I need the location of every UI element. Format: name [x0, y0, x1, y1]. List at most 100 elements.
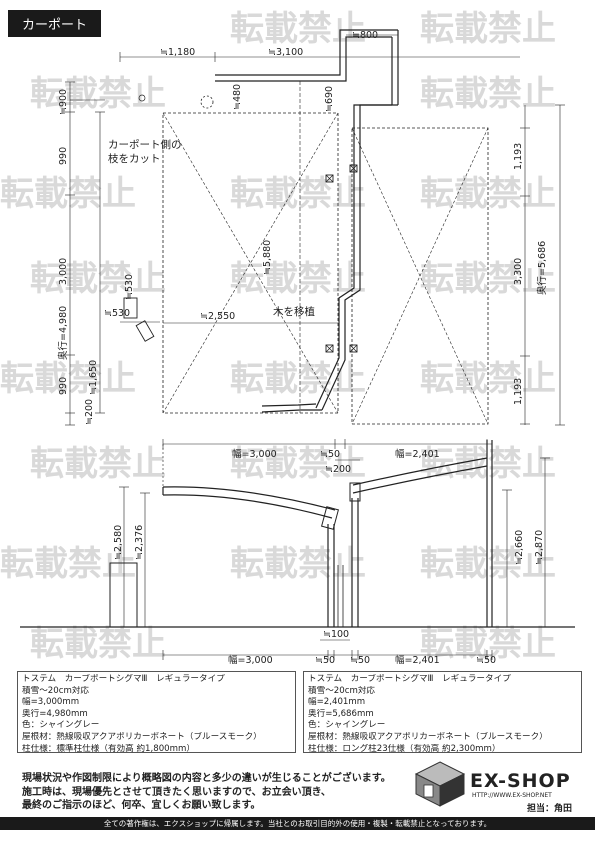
dim-top-3100: ≒3,100	[268, 47, 303, 58]
spec-title: トステム カーブポートシグマⅢ レギュラータイプ	[22, 674, 225, 684]
watermark: 転載禁止	[30, 74, 166, 114]
section-tag: カーポート	[8, 10, 102, 37]
elev-height-left-2: ≒2,376	[134, 525, 145, 560]
gate-post	[123, 297, 138, 319]
watermark: 転載禁止	[230, 9, 366, 49]
spec-width: 幅=3,000mm	[22, 697, 80, 708]
dim-right-1193b: 1,193	[513, 378, 524, 405]
dim-left-990a: 990	[58, 147, 69, 165]
dim-480: ≒480	[232, 84, 243, 110]
post-marker	[349, 164, 358, 173]
elev-bottom-width-right: 幅=2,401	[395, 654, 440, 666]
dim-left-3000: 3,000	[58, 258, 69, 285]
boundary-wall	[261, 409, 322, 413]
notice-line: 現場状況や作図制限により概略図の内容と多少の違いが生じることがございます。	[22, 773, 391, 784]
left-carport-curved-roof	[162, 486, 336, 511]
logo-url: HTTP://WWW.EX-SHOP.NET	[472, 792, 552, 799]
elev-height-right-1: ≒2,660	[514, 530, 525, 565]
tree-marker	[138, 94, 146, 102]
exshop-logo-icon	[414, 761, 466, 807]
watermark: 転載禁止	[230, 259, 366, 299]
spec-box-left: トステム カーブポートシグマⅢ レギュラータイプ 積雪～20cm対応 幅=3,0…	[17, 671, 296, 754]
elev-top-width-right: 幅=2,401	[395, 448, 440, 460]
dim-1650: ≒1,650	[88, 360, 99, 395]
elev-height-left-1: ≒2,580	[113, 525, 124, 560]
dim-left-900: ≒900	[58, 89, 69, 115]
left-carport-diagonal	[162, 112, 339, 414]
elev-bottom-width-left: 幅=3,000	[228, 654, 273, 666]
boundary-wall	[261, 403, 317, 407]
elev-top-50: ≒50	[320, 449, 340, 460]
dim-right-1193a: 1,193	[513, 143, 524, 170]
tree-marker	[200, 95, 214, 109]
spec-box-right: トステム カーブポートシグマⅢ レギュラータイプ 積雪～20cm対応 幅=2,4…	[303, 671, 582, 754]
dim-530-vert: ≒530	[124, 274, 135, 300]
watermark: 転載禁止	[0, 174, 136, 214]
diag-5880: ≒5,880	[262, 240, 273, 275]
watermark: 転載禁止	[30, 624, 166, 664]
left-carport-roof	[162, 112, 339, 414]
dim-left-200: ≒200	[84, 399, 95, 425]
spec-color: 色：シャイングレー	[308, 720, 386, 731]
copyright-footer: 全ての著作権は、エクスショップに帰属します。当社とのお取引目的外の使用・複製・転…	[0, 817, 595, 830]
elev-top-width-left: 幅=3,000	[232, 448, 277, 460]
elev-height-right-2: ≒2,870	[534, 530, 545, 565]
spec-width: 幅=2,401mm	[308, 697, 366, 708]
note-cut-line2: 枝をカット	[108, 152, 161, 165]
watermark: 転載禁止	[420, 544, 556, 584]
watermark: 転載禁止	[420, 624, 556, 664]
boundary-wall	[215, 36, 392, 82]
elevation-view	[20, 439, 575, 660]
spec-color: 色：シャイングレー	[22, 720, 100, 731]
logo-name: EX-SHOP	[470, 770, 571, 792]
right-roof-beam	[349, 482, 361, 502]
depth-right: 奥行=5,686	[536, 241, 548, 295]
watermark: 転載禁止	[230, 544, 366, 584]
spec-snow: 積雪～20cm対応	[308, 685, 376, 696]
watermark: 転載禁止	[420, 74, 556, 114]
elev-bottom-50a: ≒50	[315, 655, 335, 666]
post-marker	[325, 344, 334, 353]
site-notice: 現場状況や作図制限により概略図の内容と多少の違いが生じることがございます。 施工…	[22, 772, 391, 813]
spec-depth: 奥行=4,980mm	[22, 708, 88, 719]
dim-top-1180: ≒1,180	[160, 47, 195, 58]
right-carport-curved-roof	[352, 457, 488, 486]
spec-roof: 屋根材：熱線吸収アクアポリカーボネート（ブルースモーク）	[308, 731, 548, 742]
watermark: 転載禁止	[230, 174, 366, 214]
watermark: 転載禁止	[420, 444, 556, 484]
notice-line: 最終のご指示のほど、何卒、宜しくお願い致します。	[22, 800, 261, 811]
watermark: 転載禁止	[420, 9, 556, 49]
gate-post	[135, 320, 155, 342]
width-2550: ≒2,550	[200, 311, 235, 322]
watermark: 転載禁止	[0, 544, 136, 584]
spec-post: 柱仕様：ロング柱23仕様（有効高 約2,300mm）	[308, 743, 501, 754]
left-carport-diagonal	[162, 112, 339, 414]
boundary-wall	[315, 104, 392, 409]
spec-snow: 積雪～20cm対応	[22, 685, 90, 696]
staff-name: 担当：角田	[527, 804, 573, 814]
elev-top-200: ≒200	[325, 464, 351, 475]
watermark-layer: 転載禁止 転載禁止 転載禁止 転載禁止 転載禁止 転載禁止 転載禁止 転載禁止 …	[0, 9, 556, 664]
watermark: 転載禁止	[230, 359, 366, 399]
spec-post: 柱仕様：標準柱仕様（有効高 約1,800mm）	[22, 743, 195, 754]
right-carport-roof	[351, 127, 489, 425]
dim-right-3300: 3,300	[513, 258, 524, 285]
post-marker	[325, 174, 334, 183]
watermark: 転載禁止	[30, 444, 166, 484]
dim-top-800: ≒800	[352, 30, 378, 41]
notice-line: 施工時は、現場優先とさせて頂きたく思いますので、お立会い頂き、	[22, 786, 331, 798]
watermark: 転載禁止	[230, 444, 366, 484]
right-carport-diagonal	[351, 127, 489, 425]
dim-690: ≒690	[324, 86, 335, 112]
elev-bottom-50c: ≒50	[476, 655, 496, 666]
watermark: 転載禁止	[30, 259, 166, 299]
dim-left-990b: 990	[58, 377, 69, 395]
depth-left: 奥行=4,980	[57, 306, 69, 360]
dim-530-horz: ≒530	[104, 308, 130, 319]
note-cut-line1: カーポート側の	[108, 138, 182, 151]
existing-structure	[109, 562, 138, 628]
spec-depth: 奥行=5,686mm	[308, 708, 374, 719]
plan-view	[65, 29, 565, 426]
spec-title: トステム カーブポートシグマⅢ レギュラータイプ	[308, 674, 511, 684]
